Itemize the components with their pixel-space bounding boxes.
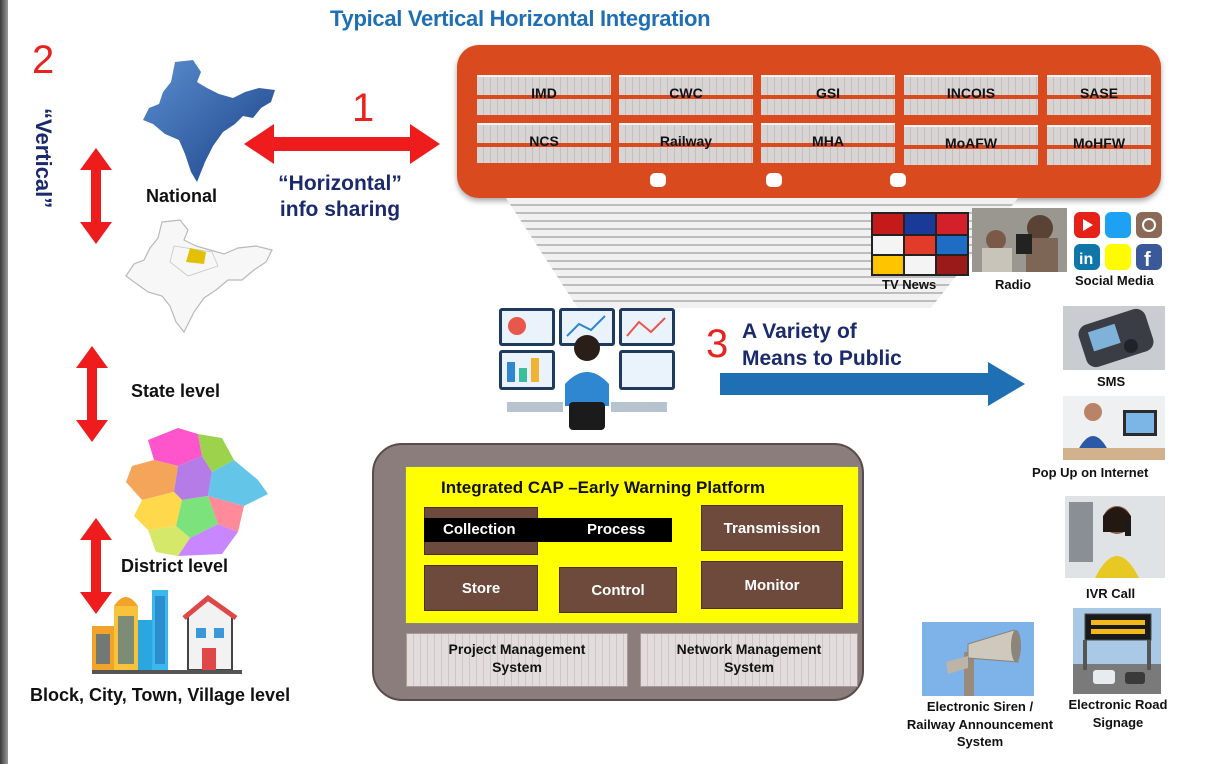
diagram-title: Typical Vertical Horizontal Integration <box>330 6 711 31</box>
media-tv-news: TV News <box>882 277 937 292</box>
level-block: Block, City, Town, Village level <box>30 685 291 705</box>
agency-mohfw: MoHFW <box>1047 125 1151 165</box>
agency-cwc: CWC <box>619 75 753 115</box>
channel-siren: Electronic Siren / <box>926 699 1034 714</box>
sms-phone-icon <box>1063 306 1165 370</box>
module-transmission: Transmission <box>701 505 843 551</box>
vertical-label: “Vertical” <box>31 108 56 209</box>
module-collection-label: Collection <box>443 521 516 538</box>
connector-dot <box>890 173 906 187</box>
district-map-icon <box>126 428 268 556</box>
level-state: State level <box>131 381 221 401</box>
module-control: Control <box>559 567 677 613</box>
channel-siren-line3: System <box>956 734 1004 750</box>
radio-icon <box>972 208 1067 272</box>
channel-popup: Pop Up on Internet <box>1032 465 1149 480</box>
module-store: Store <box>424 565 538 611</box>
vertical-arrow-3 <box>80 518 112 614</box>
agency-moafw: MoAFW <box>904 125 1038 165</box>
media-radio: Radio <box>995 277 1032 292</box>
tv-news-icon <box>871 212 969 276</box>
vertical-arrow-2 <box>76 346 108 442</box>
agency-sase: SASE <box>1047 75 1151 115</box>
vertical-arrow-1 <box>80 148 112 244</box>
agency-railway: Railway <box>619 123 753 163</box>
dissemination-arrow <box>720 362 1025 406</box>
module-monitor: Monitor <box>701 561 843 609</box>
platform-title: Integrated CAP –Early Warning Platform <box>441 478 766 497</box>
agency-mha: MHA <box>761 123 895 163</box>
connector-dot <box>650 173 666 187</box>
city-buildings-icon <box>92 590 242 674</box>
dissemination-sublabel: Means to Public <box>742 347 902 371</box>
agency-gsi: GSI <box>761 75 895 115</box>
channel-siren-line2: Railway Announcement <box>906 716 1054 732</box>
computer-user-icon <box>1063 396 1165 460</box>
level-national: National <box>146 186 218 206</box>
social-media-icon: in f <box>1074 212 1162 271</box>
agency-ncs: NCS <box>477 123 611 163</box>
control-room-icon <box>499 308 675 430</box>
state-map-icon <box>125 219 273 334</box>
vertical-number: 2 <box>32 38 55 82</box>
ivr-call-icon <box>1065 496 1165 578</box>
agency-imd: IMD <box>477 75 611 115</box>
dissemination-label: A Variety of <box>742 320 857 343</box>
svg-text:f: f <box>1144 249 1151 271</box>
level-district: District level <box>121 556 229 576</box>
svg-text:in: in <box>1079 251 1093 268</box>
collection-process-bar <box>424 518 672 542</box>
connector-dot <box>766 173 782 187</box>
agency-incois: INCOIS <box>904 75 1038 115</box>
horizontal-sublabel: info sharing <box>279 198 401 222</box>
agencies-panel: IMD CWC GSI INCOIS SASE NCS Railway MHA … <box>457 45 1161 198</box>
horizontal-label: “Horizontal” <box>278 172 402 195</box>
india-map-icon <box>143 60 275 182</box>
module-process: Process <box>587 521 646 538</box>
horizontal-arrow <box>244 124 440 164</box>
siren-icon <box>922 622 1034 696</box>
left-frame-bar <box>0 0 8 764</box>
dissemination-number: 3 <box>706 322 729 366</box>
road-signage-icon <box>1073 608 1161 694</box>
channel-ivr: IVR Call <box>1086 586 1136 601</box>
channel-signage: Electronic Road <box>1068 697 1168 712</box>
channel-sms: SMS <box>1097 374 1126 389</box>
horizontal-number: 1 <box>352 86 375 130</box>
channel-signage-line2: Signage <box>1092 714 1144 730</box>
media-social: Social Media <box>1075 273 1154 288</box>
